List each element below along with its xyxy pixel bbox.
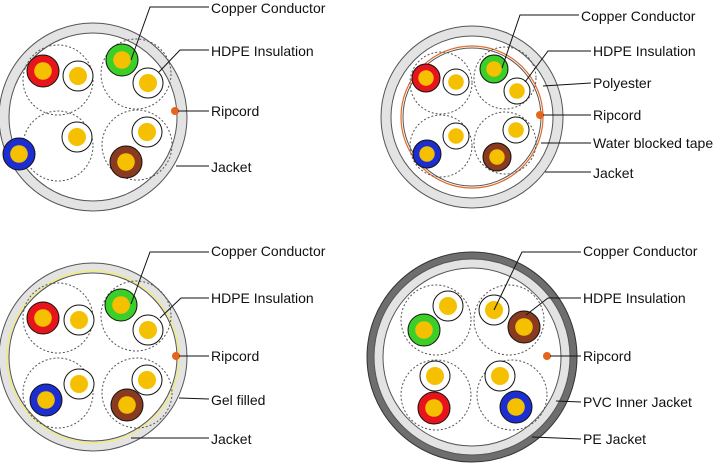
label-copper-conductor: Copper Conductor: [211, 0, 326, 16]
copper-conductor: [508, 122, 524, 138]
copper-conductor: [448, 74, 464, 90]
copper-conductor: [489, 149, 505, 165]
copper-conductor: [68, 128, 86, 146]
copper-conductor: [113, 51, 131, 69]
inner-jacket-edge: [382, 267, 562, 447]
copper-conductor: [415, 321, 433, 339]
pair-boundary: [100, 38, 172, 110]
label-hdpe-insulation: HDPE Insulation: [211, 290, 314, 306]
label-jacket: Jacket: [211, 431, 252, 447]
pair-boundary: [409, 51, 473, 115]
copper-conductor: [10, 145, 28, 163]
pair-boundary: [473, 46, 537, 110]
label-polyester: Polyester: [593, 75, 652, 91]
leader-hdpe-insulation: [158, 49, 209, 73]
copper-conductor: [138, 123, 156, 141]
copper-conductor: [70, 311, 88, 329]
copper-conductor: [426, 367, 444, 385]
pair-boundary: [22, 357, 94, 429]
copper-conductor: [439, 297, 457, 315]
leader-copper-conductor: [130, 251, 209, 305]
copper-conductor: [448, 128, 464, 144]
panel-bottom-left: [0, 251, 210, 452]
label-hdpe-insulation: HDPE Insulation: [211, 43, 314, 59]
label-water-blocked-tape: Water blocked tape: [593, 135, 714, 151]
pair-boundary: [409, 114, 473, 178]
pair-boundary: [22, 44, 94, 116]
pair-boundary: [100, 280, 172, 352]
pair-boundary: [473, 111, 537, 175]
copper-conductor: [112, 296, 130, 314]
pair-boundary: [473, 284, 545, 356]
copper-conductor: [425, 399, 443, 417]
copper-conductor: [515, 318, 533, 336]
jacket-inner-edge: [390, 35, 554, 199]
label-ripcord: Ripcord: [211, 103, 260, 119]
pair-boundary: [400, 284, 472, 356]
copper-conductor: [139, 74, 157, 92]
leader-hdpe-insulation: [525, 297, 581, 316]
leader-hdpe-insulation: [159, 297, 209, 319]
label-ripcord: Ripcord: [211, 348, 260, 364]
label-jacket: Jacket: [593, 165, 634, 181]
label-copper-conductor: Copper Conductor: [581, 8, 696, 24]
panel-bottom-right: [366, 251, 582, 463]
label-ripcord: Ripcord: [583, 348, 632, 364]
copper-conductor: [69, 67, 87, 85]
leader-copper-conductor: [501, 14, 579, 69]
copper-conductor: [509, 83, 525, 99]
jacket-inner-edge: [8, 272, 178, 442]
leader-polyester: [542, 82, 592, 87]
ripcord-dot: [172, 352, 180, 360]
copper-conductor: [37, 391, 55, 409]
panel-top-right: [380, 14, 592, 209]
leader-pvc-inner-jacket: [555, 400, 582, 403]
label-copper-conductor: Copper Conductor: [583, 243, 698, 259]
copper-conductor: [118, 396, 136, 414]
pair-boundary: [476, 359, 548, 431]
copper-conductor: [139, 321, 157, 339]
copper-conductor: [117, 153, 135, 171]
pair-boundary: [400, 359, 472, 431]
label-jacket: Jacket: [211, 159, 252, 175]
copper-conductor: [419, 146, 435, 162]
copper-conductor: [491, 367, 509, 385]
copper-conductor: [70, 375, 88, 393]
pair-boundary: [101, 357, 173, 429]
leader-copper-conductor: [130, 6, 209, 61]
copper-conductor: [138, 371, 156, 389]
label-gel-filled: Gel filled: [211, 392, 266, 408]
ripcord-dot: [536, 111, 544, 119]
ripcord-dot: [171, 107, 179, 115]
panel-top-left: [0, 6, 209, 212]
label-copper-conductor: Copper Conductor: [211, 243, 326, 259]
leader-copper-conductor: [493, 251, 581, 311]
copper-conductor: [34, 309, 52, 327]
label-ripcord: Ripcord: [593, 107, 642, 123]
copper-conductor: [507, 398, 525, 416]
label-pe-jacket: PE Jacket: [583, 431, 647, 447]
ripcord-dot: [543, 352, 551, 360]
copper-conductor: [486, 61, 502, 77]
label-hdpe-insulation: HDPE Insulation: [583, 290, 686, 306]
copper-conductor: [418, 70, 434, 86]
label-pvc-inner-jacket: PVC Inner Jacket: [583, 394, 692, 410]
leader-pe-jacket: [531, 436, 582, 440]
leader-hdpe-insulation: [524, 50, 591, 83]
copper-conductor: [34, 62, 52, 80]
pair-boundary: [101, 109, 173, 181]
label-hdpe-insulation: HDPE Insulation: [593, 43, 696, 59]
leader-gel-filled: [178, 397, 210, 400]
